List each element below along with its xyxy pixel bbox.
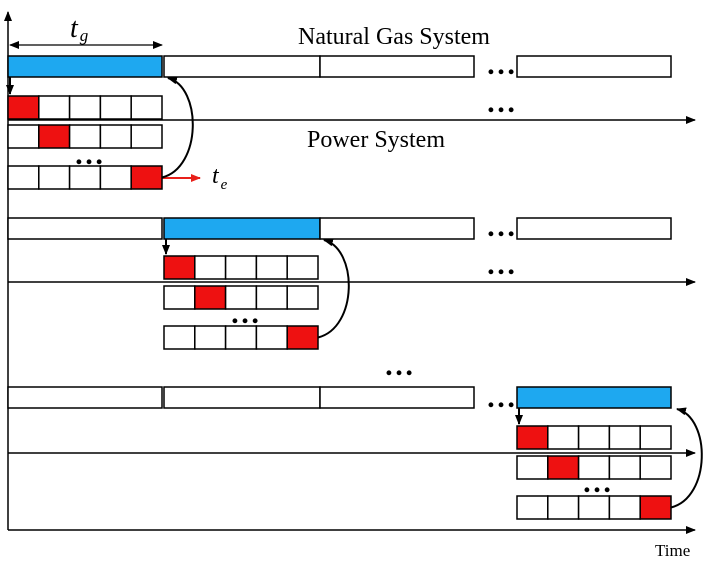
power-cell-s2-r2-c2 bbox=[194, 285, 227, 310]
power-cell-s1-r3-c1 bbox=[7, 165, 40, 190]
gas-interval-s1-2 bbox=[163, 55, 321, 78]
power-cell-s1-r1-c2 bbox=[38, 95, 71, 120]
power-cell-s2-r3-c5 bbox=[286, 325, 319, 350]
gas-interval-s2-1 bbox=[7, 217, 163, 240]
power-cell-s2-r1-c4 bbox=[255, 255, 288, 280]
power-cell-s1-r2-c3 bbox=[68, 124, 102, 149]
power-cell-s1-r1-c4 bbox=[99, 95, 132, 120]
feedback-arrow-s2 bbox=[317, 238, 350, 339]
power-cell-s3-r3-c1 bbox=[516, 495, 549, 520]
power-cell-s2-r1-c5 bbox=[286, 255, 319, 280]
ellipsis-between-stages: … bbox=[384, 349, 414, 382]
power-cell-s3-r1-c2 bbox=[547, 425, 580, 450]
power-cell-s3-r2-c3 bbox=[577, 455, 611, 480]
time-label: Time bbox=[655, 541, 690, 560]
feedback-arrow-s3 bbox=[670, 407, 703, 509]
power-cell-s3-r1-c1 bbox=[516, 425, 549, 450]
power-cell-s2-r2-c1 bbox=[163, 285, 196, 310]
power-cell-s2-r2-c4 bbox=[255, 285, 288, 310]
power-cell-s2-r2-c5 bbox=[286, 285, 319, 310]
power-cell-s1-r1-c5 bbox=[130, 95, 163, 120]
power-cell-s3-r2-c1 bbox=[516, 455, 549, 480]
power-cell-s1-r2-c2 bbox=[38, 124, 71, 149]
power-cell-s2-r1-c2 bbox=[194, 255, 227, 280]
gas-interval-s3-4 bbox=[516, 386, 672, 409]
power-cell-s3-r1-c4 bbox=[608, 425, 641, 450]
gas-interval-s1-3 bbox=[319, 55, 475, 78]
power-cell-s3-r3-c3 bbox=[577, 495, 611, 520]
gas-interval-s1-4 bbox=[516, 55, 672, 78]
power-cell-s3-r1-c3 bbox=[577, 425, 611, 450]
power-cell-s2-r3-c2 bbox=[194, 325, 227, 350]
gas-interval-s3-3 bbox=[319, 386, 475, 409]
power-cell-s2-r3-c1 bbox=[163, 325, 196, 350]
power-cell-s3-r3-c2 bbox=[547, 495, 580, 520]
power-cell-s2-r1-c1 bbox=[163, 255, 196, 280]
power-cell-s3-r2-c5 bbox=[639, 455, 672, 480]
power-cell-s2-r1-c3 bbox=[224, 255, 258, 280]
gas-interval-s2-4 bbox=[516, 217, 672, 240]
gas-interval-s3-1 bbox=[7, 386, 163, 409]
power-cell-s2-r2-c3 bbox=[224, 285, 258, 310]
power-cell-s1-r2-c1 bbox=[7, 124, 40, 149]
gas-interval-s2-2 bbox=[163, 217, 321, 240]
power-cell-s3-r3-c5 bbox=[639, 495, 672, 520]
power-cell-s1-r1-c3 bbox=[68, 95, 102, 120]
power-cell-s1-r2-c4 bbox=[99, 124, 132, 149]
ellipsis-gas-row-2: … bbox=[486, 210, 516, 243]
power-cell-s1-r3-c3 bbox=[68, 165, 102, 190]
power-cell-s2-r3-c3 bbox=[224, 325, 258, 350]
power-cell-s1-r3-c5 bbox=[130, 165, 163, 190]
gas-interval-s1-1 bbox=[7, 55, 163, 78]
ellipsis-power-axis-2: … bbox=[486, 248, 516, 281]
power-cell-s3-r3-c4 bbox=[608, 495, 641, 520]
power-system-label: Power System bbox=[307, 127, 445, 153]
power-cell-s3-r1-c5 bbox=[639, 425, 672, 450]
power-cell-s1-r3-c4 bbox=[99, 165, 132, 190]
ellipsis-power-axis-1: … bbox=[486, 86, 516, 119]
power-cell-s1-r1-c1 bbox=[7, 95, 40, 120]
power-cell-s1-r2-c5 bbox=[130, 124, 163, 149]
feedback-arrow-s1 bbox=[161, 76, 194, 179]
gas-interval-s2-3 bbox=[319, 217, 475, 240]
power-cell-s1-r3-c2 bbox=[38, 165, 71, 190]
power-cell-s3-r2-c4 bbox=[608, 455, 641, 480]
power-cell-s2-r3-c4 bbox=[255, 325, 288, 350]
power-cell-s3-r2-c2 bbox=[547, 455, 580, 480]
ellipsis-gas-row-1: … bbox=[486, 48, 516, 81]
gas-interval-s3-2 bbox=[163, 386, 321, 409]
natural-gas-system-label: Natural Gas System bbox=[298, 24, 490, 50]
diagram-shapes bbox=[6, 55, 703, 520]
ellipsis-gas-row-3: … bbox=[486, 381, 516, 414]
